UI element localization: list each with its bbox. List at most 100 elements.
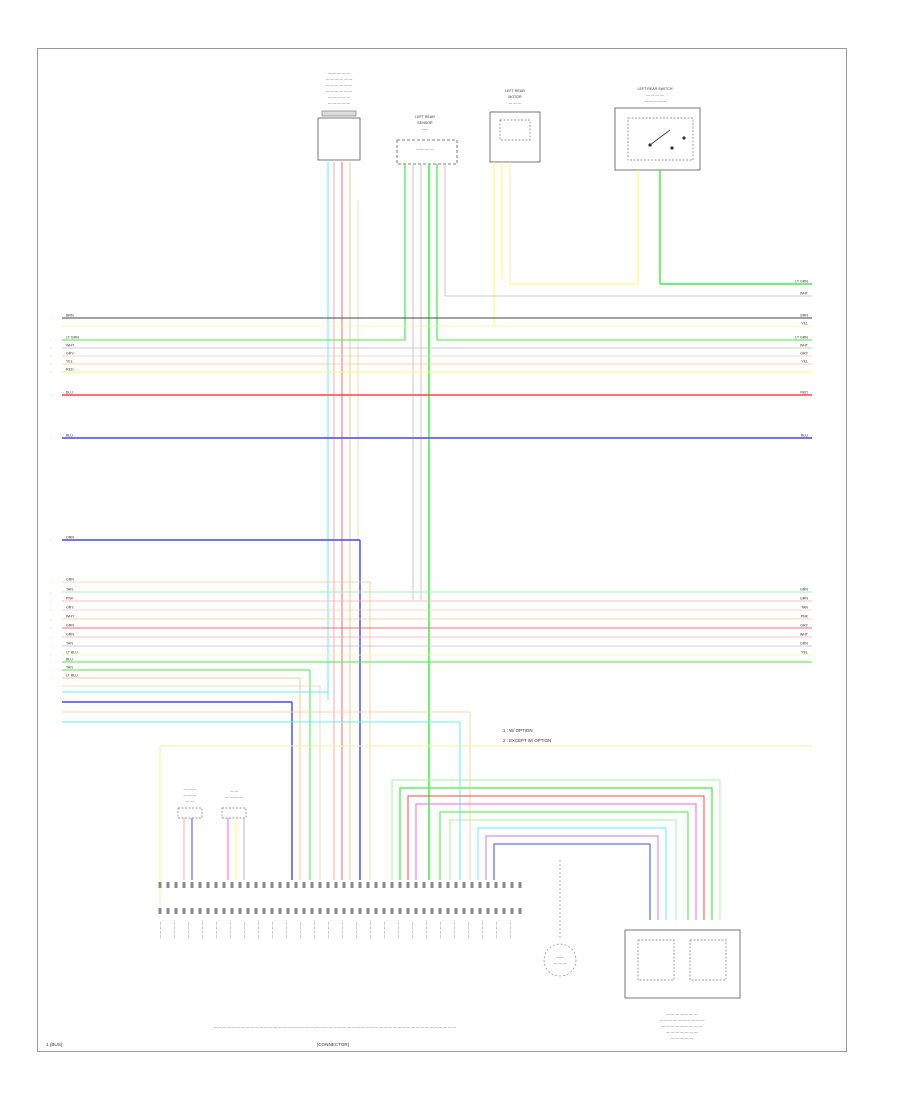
svg-text:LEFT REAR SWITCH: LEFT REAR SWITCH xyxy=(638,87,673,91)
left-wire-label: BLU xyxy=(66,658,73,662)
svg-text:— — — — — — —: — — — — — — — xyxy=(666,1012,698,1016)
ecu-pin xyxy=(238,908,242,914)
ecu-pin xyxy=(318,908,322,914)
left-pin-marker: · xyxy=(50,627,51,631)
ecu-pin-label: — — — — xyxy=(439,922,443,939)
ecu-pin xyxy=(246,882,250,888)
ecu-pin xyxy=(198,908,202,914)
left-wire-label: LT BLU xyxy=(66,674,78,678)
left-pin-marker: · xyxy=(50,355,51,359)
ecu-pin xyxy=(406,882,410,888)
right-wire-label: YEL xyxy=(801,651,808,655)
ecu-pin xyxy=(286,908,290,914)
ecu-pin xyxy=(398,882,402,888)
ecu-pin xyxy=(350,882,354,888)
ecu-pin xyxy=(470,908,474,914)
ecu-pin xyxy=(334,908,338,914)
ecu-pin xyxy=(390,908,394,914)
left-pin-marker: · xyxy=(50,581,51,585)
ecu-pin-label: — — — — xyxy=(159,922,163,939)
svg-text:LEFT REAR: LEFT REAR xyxy=(505,89,525,93)
left-rear-motor: LEFT REAR MOTOR — — — xyxy=(489,89,541,163)
svg-text:— —: — — xyxy=(556,955,565,959)
right-wire-label: GRN xyxy=(800,588,808,592)
ecu-pin xyxy=(342,882,346,888)
right-wire-label: LT GRN xyxy=(795,336,808,340)
ecu-pin xyxy=(374,908,378,914)
svg-text:— — — — — —: — — — — — — xyxy=(326,77,353,81)
ecu-pin xyxy=(174,908,178,914)
right-wire-label: TAN xyxy=(801,606,808,610)
ecu-pin xyxy=(438,908,442,914)
left-wire-label: BLU xyxy=(66,391,73,395)
ecu-pin xyxy=(366,882,370,888)
svg-text:— — — — — —: — — — — — — xyxy=(326,83,353,87)
svg-text:— — — — — — — — —: — — — — — — — — — xyxy=(662,1024,703,1028)
ecu-pin xyxy=(182,908,186,914)
ecu-pin xyxy=(166,882,170,888)
svg-text:— — — — — — — — — —: — — — — — — — — — — xyxy=(660,1018,705,1022)
left-wire-label: GRY xyxy=(66,352,74,356)
ecu-pin xyxy=(238,882,242,888)
left-wire-label: GRN xyxy=(66,633,74,637)
left-wire-label: WHT xyxy=(66,344,75,348)
ecu-pin xyxy=(310,882,314,888)
svg-text:— — — — —: — — — — — xyxy=(644,99,666,103)
left-pin-marker: · xyxy=(50,347,51,351)
ecu-pin xyxy=(270,908,274,914)
left-wire-label: LT GRN xyxy=(66,336,79,340)
left-pin-marker: · xyxy=(50,339,51,343)
left-pin-marker: · xyxy=(50,636,51,640)
ecu-pin xyxy=(462,908,466,914)
ecu-pin xyxy=(414,908,418,914)
ecu-pin-label: — — — — xyxy=(509,922,513,939)
ecu-pin xyxy=(294,908,298,914)
top-module: — — — — — — — — — — — — — — — — — — — — … xyxy=(317,71,361,161)
ecu-pin xyxy=(214,882,218,888)
ecu-pin-label: — — — — xyxy=(481,922,485,939)
right-wire-label: RED xyxy=(800,391,808,395)
ecu-pin-label: — — — — xyxy=(271,922,275,939)
left-pin-marker: · xyxy=(50,371,51,375)
left-rear-switch: LEFT REAR SWITCH — — — — — — — — — xyxy=(614,87,701,171)
ecu-pin-label: — — — — xyxy=(243,922,247,939)
left-wire-label: YEL xyxy=(66,360,73,364)
bottom-right-module: — — — — — — — — — — — — — — — — — — — — … xyxy=(624,929,741,1040)
small-sensor-1: — — — — — — — — xyxy=(177,787,203,880)
ecu-pin xyxy=(190,882,194,888)
ecu-pin xyxy=(486,882,490,888)
ecu-pin xyxy=(198,882,202,888)
ecu-pin-label: — — — — xyxy=(425,922,429,939)
ecu-pin xyxy=(454,882,458,888)
right-wire-label: GRY xyxy=(800,624,808,628)
ecu-pin xyxy=(502,882,506,888)
right-wire-label: BLU xyxy=(801,434,808,438)
svg-text:— — —: — — — xyxy=(554,961,567,965)
left-pin-marker: · xyxy=(50,669,51,673)
left-pin-marker: · xyxy=(50,661,51,665)
ecu-pin-label: — — — — xyxy=(215,922,219,939)
ecu-pin xyxy=(510,908,514,914)
svg-text:— — — —: — — — — xyxy=(225,795,243,799)
right-wire-label: PNK xyxy=(801,615,809,619)
ecu-pin xyxy=(382,908,386,914)
footer-left-label: 1 (BUS) xyxy=(46,1042,63,1047)
ecu-pin xyxy=(422,908,426,914)
ecu-pin xyxy=(438,882,442,888)
ecu-pin xyxy=(206,908,210,914)
left-wire-label: TAN xyxy=(66,666,73,670)
footer-center-label: (CONNECTOR) xyxy=(317,1042,350,1047)
svg-text:— — — — — — —: — — — — — — — xyxy=(666,1030,698,1034)
ecu-pin xyxy=(382,882,386,888)
ecu-pin xyxy=(358,882,362,888)
ecu-pin xyxy=(334,882,338,888)
ecu-pin-label: — — — — xyxy=(383,922,387,939)
svg-text:— —: — — xyxy=(186,799,195,803)
left-pin-marker: · xyxy=(50,618,51,622)
ecu-pin-label: — — — — xyxy=(467,922,471,939)
svg-text:MOTOR: MOTOR xyxy=(508,95,522,99)
ecu-pin-label: — — — — xyxy=(201,922,205,939)
left-wire-label: GRY xyxy=(66,606,74,610)
left-pin-marker: · xyxy=(50,600,51,604)
svg-text:SENSOR: SENSOR xyxy=(417,121,433,125)
